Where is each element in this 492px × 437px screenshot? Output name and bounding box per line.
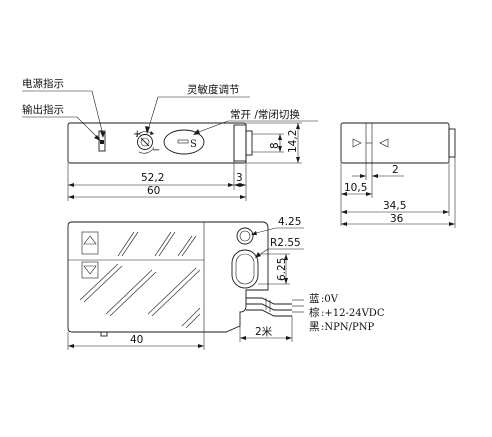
front-cable-stub xyxy=(245,130,253,156)
wire-legend: 蓝 :0V 棕 :+12-24VDC 黑 :NPN/PNP xyxy=(309,293,385,333)
output-indicator-leader xyxy=(22,116,100,140)
front-view: + − S 电源指示 输出指示 灵敏度调节 常开 /常闭切换 8 xyxy=(22,77,318,201)
top-body-outline xyxy=(67,221,269,333)
dim-36: 36 xyxy=(390,213,404,225)
mounting-hole xyxy=(236,227,254,245)
dim-2m: 2米 xyxy=(255,325,273,338)
mode-switch-label: 常开 /常闭切换 xyxy=(230,108,300,121)
mode-switch-leader xyxy=(195,120,318,134)
output-indicator-label: 输出指示 xyxy=(22,103,64,116)
upper-hatch xyxy=(117,231,197,257)
dim-8: 8 xyxy=(269,142,281,149)
dim-34-5: 34,5 xyxy=(383,200,406,212)
switch-small-label: S xyxy=(190,139,197,150)
knob-plus-label: + xyxy=(133,129,141,140)
side-arrow-right-icon xyxy=(352,138,362,148)
dim-10-5: 10,5 xyxy=(344,182,367,194)
front-body xyxy=(67,122,247,164)
power-indicator-leader xyxy=(22,90,104,136)
lower-hatch xyxy=(79,263,201,329)
wire-3-color: 黑 xyxy=(309,321,320,333)
wire-1-signal: :0V xyxy=(321,294,339,305)
top-view: 4.25 R2.55 6.25 40 2米 蓝 :0V xyxy=(67,216,385,350)
wire-2-color: 棕 xyxy=(309,306,320,319)
wire-1-color: 蓝 xyxy=(309,293,320,305)
dim-4-25: 4.25 xyxy=(278,216,301,228)
cable xyxy=(246,297,304,317)
wire-3-signal: :NPN/PNP xyxy=(321,322,374,333)
knob-minus-label: − xyxy=(152,145,160,156)
front-cap xyxy=(233,124,247,162)
dim-40: 40 xyxy=(130,334,143,346)
side-view: 2 10,5 34,5 36 xyxy=(340,122,456,228)
dim-r2-55: R2.55 xyxy=(270,237,301,249)
dim-14-2: 14,2 xyxy=(287,130,299,153)
wire-2-signal: :+12-24VDC xyxy=(321,308,385,319)
top-arrow-left-icon xyxy=(83,235,97,245)
mode-switch-icon: S xyxy=(163,129,205,155)
sensitivity-knob-icon: + − xyxy=(133,129,160,156)
dim-6-25: 6.25 xyxy=(276,258,288,281)
power-indicator-label: 电源指示 xyxy=(22,77,64,90)
sensitivity-leader xyxy=(147,96,250,131)
mounting-slot xyxy=(231,249,259,289)
sensitivity-adjust-label: 灵敏度调节 xyxy=(187,83,240,96)
side-body xyxy=(340,122,450,164)
dim-2: 2 xyxy=(392,164,399,176)
power-indicator-led xyxy=(100,140,104,144)
dim-3: 3 xyxy=(236,172,243,184)
dim-52-2: 52,2 xyxy=(141,172,164,184)
side-arrow-left-icon xyxy=(379,138,389,148)
top-arrow-down-icon xyxy=(83,265,97,275)
dim-60: 60 xyxy=(147,185,160,197)
